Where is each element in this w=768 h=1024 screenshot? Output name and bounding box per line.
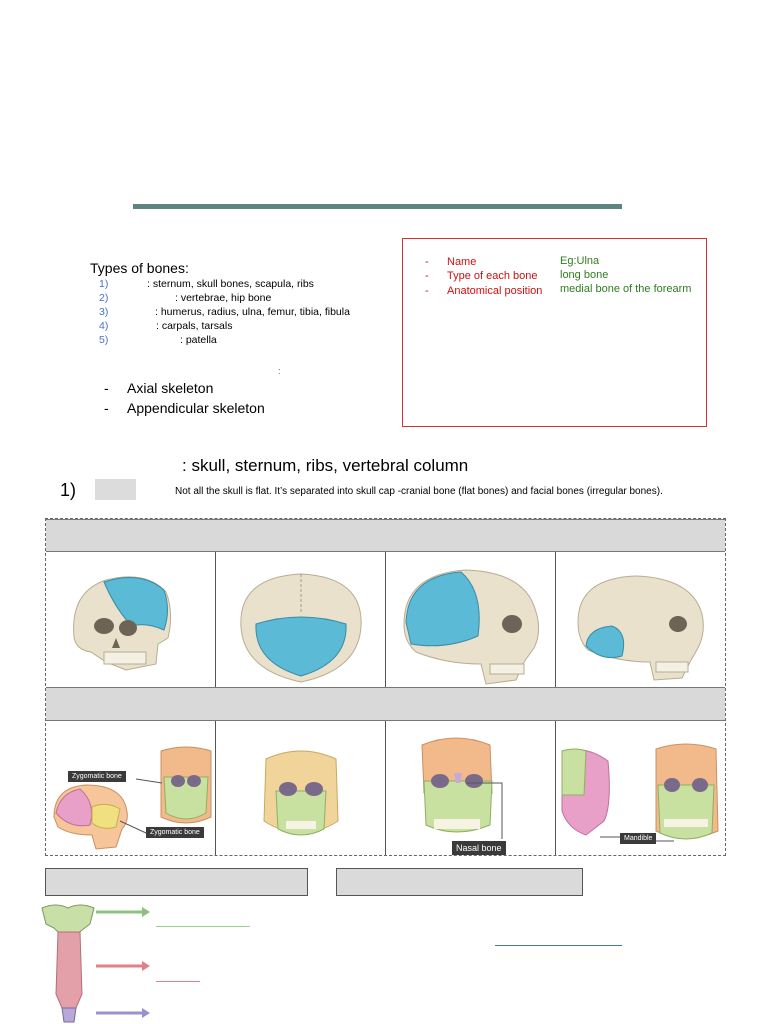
- zygomatic-bone-label: Zygomatic bone: [146, 827, 204, 838]
- type-item-text: : sternum, skull bones, scapula, ribs: [147, 278, 314, 290]
- type-item-2: 2) : vertebrae, hip bone: [99, 292, 271, 304]
- bullet-dash: -: [104, 380, 109, 396]
- types-of-bones-heading: Types of bones:: [90, 260, 189, 276]
- skull-note: Not all the skull is flat. It’s separate…: [175, 486, 663, 497]
- body-blank-line: [156, 981, 200, 982]
- type-item-text: : patella: [180, 334, 217, 346]
- type-item-text: : humerus, radius, ulna, femur, tibia, f…: [155, 306, 350, 318]
- requirement-row-name: - Name: [425, 256, 476, 268]
- section-number: 1): [60, 480, 77, 500]
- requirement-example: medial bone of the forearm: [560, 283, 692, 295]
- ribs-header-box: [336, 868, 583, 896]
- skull-image-frontal: [46, 552, 216, 687]
- type-item-3: 3) : humerus, radius, ulna, femur, tibia,…: [99, 306, 350, 318]
- skull-image-lateral-parietal: [386, 552, 556, 687]
- manubrium-blank-line: [156, 926, 250, 927]
- division-label: Axial skeleton: [127, 380, 214, 396]
- blank-label-chip: [95, 479, 136, 500]
- requirement-example: Eg:Ulna: [560, 255, 600, 267]
- bullet-dash: -: [425, 256, 429, 268]
- bullet-dash: -: [425, 270, 429, 282]
- type-item-text: : carpals, tarsals: [156, 320, 233, 332]
- type-item-number: 2): [99, 292, 109, 304]
- mandible-label: Mandible: [620, 833, 657, 844]
- skull-image-lateral-temporal: [556, 552, 725, 687]
- requirement-row-position: - Anatomical position: [425, 285, 542, 297]
- facial-image-zygomatic: Zygomatic bone Zygomatic bone: [46, 721, 216, 855]
- nasal-bone-label: Nasal bone: [452, 841, 506, 855]
- requirement-label: Anatomical position: [447, 285, 543, 297]
- division-axial: - Axial skeleton: [104, 380, 213, 396]
- requirement-label: Type of each bone: [447, 270, 538, 282]
- type-item-number: 1): [99, 278, 109, 290]
- axial-skeleton-line: : skull, sternum, ribs, vertebral column: [182, 456, 469, 475]
- division-label: Appendicular skeleton: [127, 400, 265, 416]
- facial-image-mandible: Mandible: [556, 721, 725, 855]
- requirements-box: - Name Eg:Ulna - Type of each bone long bo…: [402, 238, 707, 427]
- bullet-dash: -: [425, 285, 429, 297]
- facial-image-nasal: Nasal bone: [386, 721, 556, 855]
- requirement-row-type: - Type of each bone: [425, 270, 538, 282]
- type-item-number: 3): [99, 306, 109, 318]
- requirement-label: Name: [447, 256, 477, 268]
- type-item-1: 1) : sternum, skull bones, scapula, ribs: [99, 278, 314, 290]
- title-divider-rule: [133, 204, 622, 209]
- facial-bones-header-band: [46, 687, 725, 721]
- zygomatic-bone-label: Zygomatic bone: [68, 771, 126, 782]
- skull-image-grid: Zygomatic bone Zygomatic bone Nasal bone: [45, 518, 726, 856]
- type-item-text: : vertebrae, hip bone: [175, 292, 272, 304]
- type-item-5: 5) : patella: [99, 334, 217, 346]
- type-item-4: 4) : carpals, tarsals: [99, 320, 232, 332]
- ribs-blank-line: [495, 945, 622, 946]
- division-appendicular: - Appendicular skeleton: [104, 400, 265, 416]
- bullet-dash: -: [104, 400, 109, 416]
- sternum-diagram: [41, 904, 150, 1023]
- divisions-colon: :: [278, 366, 281, 376]
- type-item-number: 4): [99, 320, 109, 332]
- skull-image-posterior: [216, 552, 386, 687]
- sternum-header-box: [45, 868, 308, 896]
- type-item-number: 5): [99, 334, 109, 346]
- facial-image-maxilla: [216, 721, 386, 855]
- cranial-bones-header-band: [46, 519, 725, 552]
- requirement-example: long bone: [560, 269, 609, 281]
